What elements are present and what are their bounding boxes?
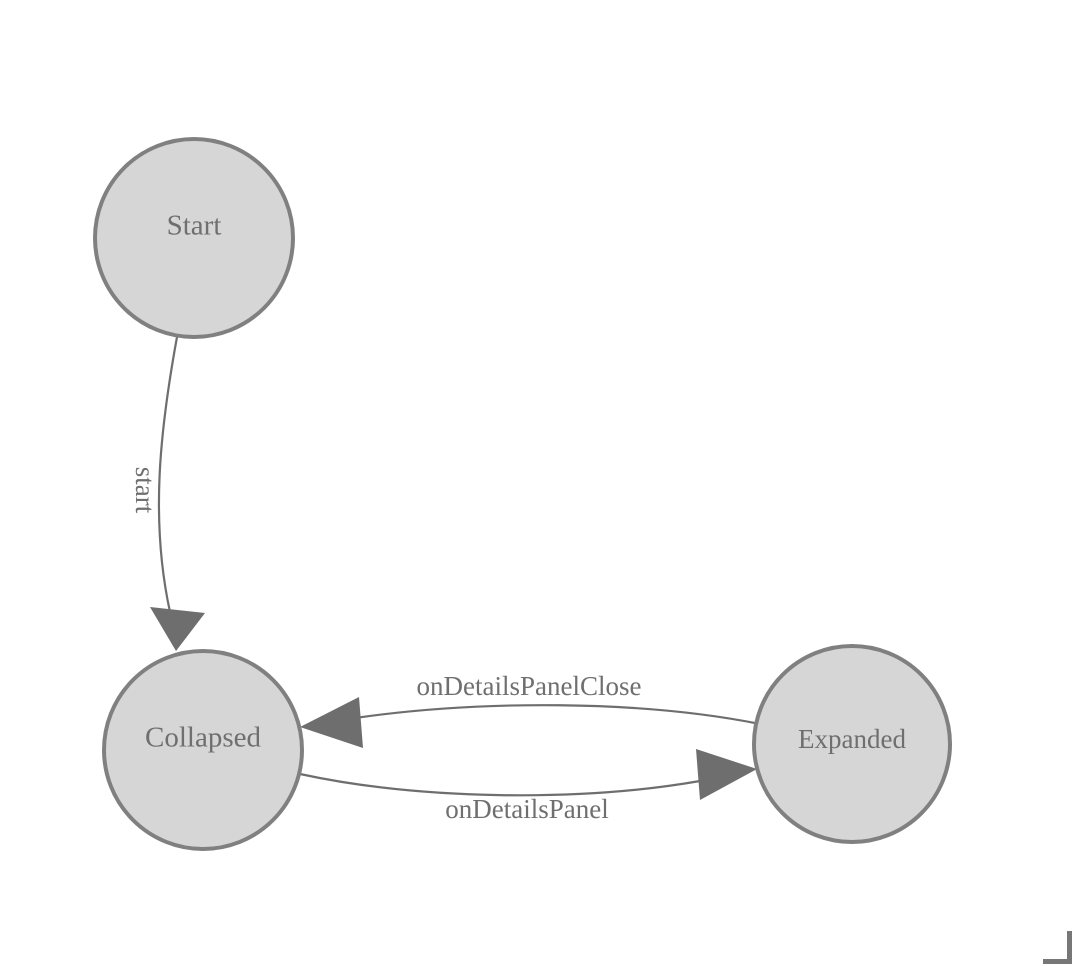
arrowhead-into-expanded bbox=[696, 749, 757, 800]
node-start-label: Start bbox=[167, 210, 222, 242]
node-collapsed-label: Collapsed bbox=[145, 722, 261, 754]
edge-expanded-to-collapsed[interactable]: onDetailsPanelClose bbox=[300, 671, 762, 748]
node-expanded-label: Expanded bbox=[798, 724, 906, 754]
arrowhead-into-collapsed-side bbox=[300, 697, 363, 748]
edge-label-on-details-panel-close: onDetailsPanelClose bbox=[417, 671, 642, 701]
node-expanded-circle bbox=[752, 644, 952, 844]
arrowhead-into-collapsed-top bbox=[150, 607, 205, 651]
node-start[interactable]: Start bbox=[93, 137, 295, 339]
edge-path-expanded-to-collapsed bbox=[353, 704, 762, 726]
edge-path-start-to-collapsed bbox=[157, 335, 179, 614]
edge-label-on-details-panel: onDetailsPanel bbox=[445, 794, 608, 824]
node-collapsed[interactable]: Collapsed bbox=[102, 649, 304, 851]
node-start-circle bbox=[93, 137, 295, 339]
edge-collapsed-to-expanded[interactable]: onDetailsPanel bbox=[298, 749, 757, 824]
node-expanded[interactable]: Expanded bbox=[752, 644, 952, 844]
node-collapsed-circle bbox=[102, 649, 304, 851]
edge-label-start: start bbox=[130, 467, 160, 514]
corner-bracket-vertical bbox=[1067, 931, 1072, 964]
corner-bracket-horizontal bbox=[1043, 959, 1072, 964]
edge-path-collapsed-to-expanded bbox=[298, 772, 702, 797]
edge-start-to-collapsed[interactable]: start bbox=[130, 335, 205, 651]
